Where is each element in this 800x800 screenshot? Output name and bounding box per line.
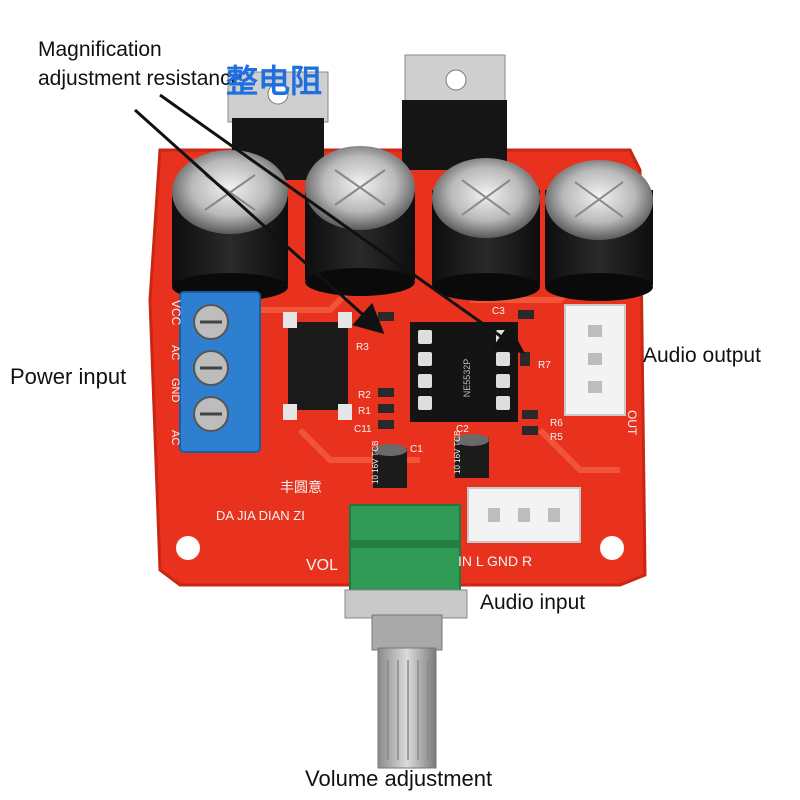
silk-vcc: VCC [169,300,183,326]
silk-brand-pinyin: DA JIA DIAN ZI [216,508,305,523]
audio-input-connector [467,487,581,543]
magnification-label-line2: adjustment resistance [38,67,243,90]
silk-r1: R1 [358,406,371,417]
mounting-hole [600,536,624,560]
silk-r3: R3 [356,342,369,353]
silk-cap-small-1: 10 16V TCB [371,441,380,484]
electrolytic-capacitor [545,160,653,301]
silk-in-l-gnd-r: IN L GND R [458,553,532,569]
silk-gnd: GND [169,378,181,403]
audio-output-label: Audio output [643,344,761,367]
annotation-arrow [159,93,525,354]
silk-c11: C11 [354,424,372,435]
mounting-hole [176,536,200,560]
silk-r2: R2 [358,390,371,401]
power-terminal-block [179,291,261,453]
chinese-adjust-label: 整电阻 [226,62,323,100]
magnification-label-line1: Magnification [38,38,162,61]
volume-adjustment-label: Volume adjustment [305,766,493,791]
silk-r5: R5 [550,432,563,443]
volume-potentiometer [344,504,468,769]
chip-marking: NE5532P [462,359,472,398]
silk-c1: C1 [410,444,423,455]
audio-output-connector [564,304,626,416]
silk-c3: C3 [492,306,505,317]
power-input-label: Power input [10,364,127,389]
small-capacitor [455,434,489,478]
silk-cap-small-2: 10 16V TCB [453,431,462,474]
annotation-arrow [133,108,385,335]
voltage-regulator [402,54,507,170]
smd-resistor [378,310,538,435]
silk-out: OUT [625,410,639,436]
silk-ac: AC [169,345,181,360]
silk-r6: R6 [550,418,563,429]
small-capacitor [373,444,407,488]
electrolytic-capacitor [432,158,540,301]
silk-r7: R7 [538,360,551,371]
silk-ac: AC [169,430,181,445]
silk-c2: C2 [456,424,469,435]
bridge-rectifier [283,312,352,420]
electrolytic-capacitor [305,146,415,296]
silk-vol: VOL [306,557,338,574]
audio-input-label: Audio input [480,591,586,614]
silk-brand-cn: 丰圆意 [280,479,322,495]
